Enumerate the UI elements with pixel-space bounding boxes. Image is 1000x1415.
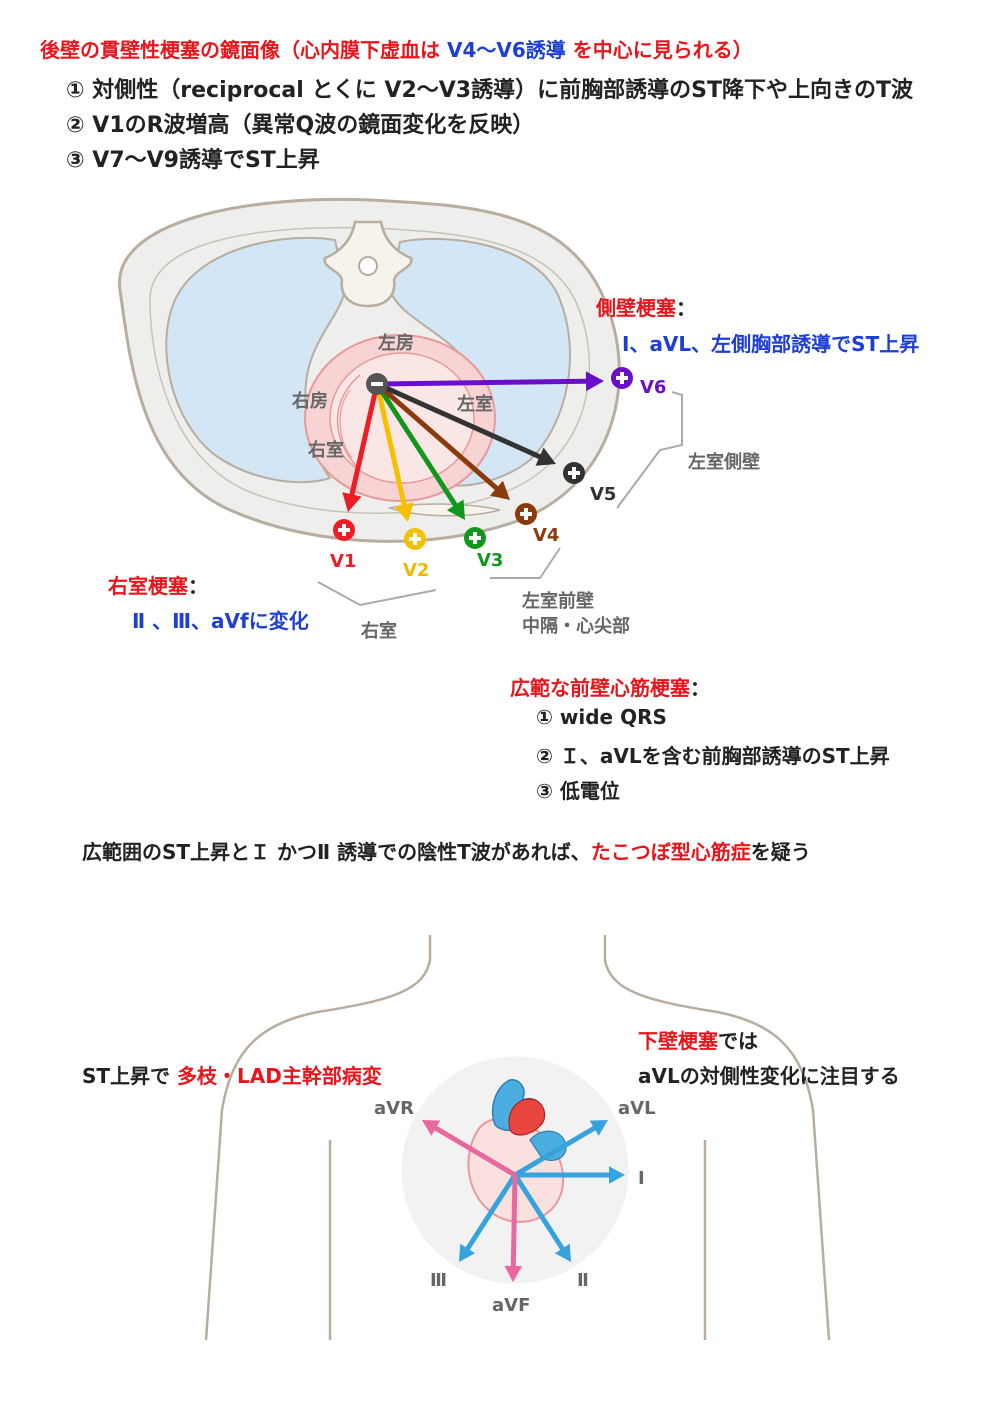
label-left-atrium: 左房 — [378, 333, 414, 354]
label-lv-lateral: 左室側壁 — [688, 452, 760, 473]
label-left-ventricle: 左室 — [457, 394, 493, 415]
torso-outline — [204, 935, 432, 1341]
lead-v3-plus-v — [473, 532, 477, 544]
rv-title-text: 右室梗塞 — [108, 574, 188, 598]
label-lv-anterior-2: 中隔・心尖部 — [522, 616, 630, 637]
rv-colon: ： — [188, 574, 208, 598]
lateral-colon: ： — [676, 296, 696, 320]
lead-ii-label: Ⅱ — [577, 1270, 589, 1291]
lead-avf-label: aVF — [492, 1295, 531, 1316]
header-item-3: ③ V7〜V9誘導でST上昇 — [66, 148, 320, 173]
lead-v3-label: V3 — [477, 550, 504, 571]
label-right-ventricle: 右室 — [308, 440, 344, 461]
arrow-v6-shaft — [374, 378, 589, 387]
arrow-iii-head — [459, 1243, 476, 1262]
lead-v4-label: V4 — [533, 525, 560, 546]
torso-outline-right — [603, 935, 831, 1341]
limb-left-black: ST上昇で — [82, 1064, 171, 1088]
leader-lv-anterior — [490, 547, 561, 579]
rv-desc: Ⅱ 、Ⅲ、aVfに変化 — [132, 609, 309, 633]
lead-v2-label: V2 — [403, 560, 430, 581]
arrow-ii-shaft — [512, 1172, 565, 1252]
arrow-avl-head — [589, 1120, 608, 1136]
rv-title: 右室梗塞： — [108, 570, 208, 599]
lead-avl-label: aVL — [618, 1098, 656, 1119]
lead-v5-label: V5 — [590, 484, 617, 505]
lateral-title-text: 側壁梗塞 — [596, 296, 676, 320]
title-line: 後壁の貫壁性梗塞の鏡面像（心内膜下虚血は V4〜V6誘導 を中心に見られる） — [40, 34, 753, 63]
arrow-v5-head — [535, 447, 556, 466]
anterior-item-2: ② Ｉ、aVLを含む前胸部誘導のST上昇 — [536, 744, 890, 768]
takotsubo-text-2: を疑う — [750, 840, 811, 864]
lead-i-label: Ⅰ — [638, 1168, 645, 1189]
minus-sign — [371, 382, 383, 386]
heart-rv-wall — [339, 389, 353, 459]
label-right-atrium: 右房 — [292, 391, 328, 412]
lateral-title: 側壁梗塞： — [596, 292, 696, 321]
lead-avr-label: aVR — [374, 1098, 414, 1119]
lateral-desc: Ⅰ、aVL、左側胸部誘導でST上昇 — [622, 332, 920, 356]
arrow-v1-shaft — [349, 381, 380, 497]
takotsubo-text-red: たこつぼ型心筋症 — [590, 840, 751, 864]
title-red2: を中心に見られる） — [572, 38, 753, 62]
title-red: 後壁の貫壁性梗塞の鏡面像（心内膜下虚血は — [40, 38, 440, 62]
arrow-avf-head — [504, 1265, 523, 1282]
lead-v1-plus-v — [342, 524, 346, 536]
limb-right-note-2: aVLの対側性変化に注目する — [638, 1064, 900, 1088]
limb-left-note: ST上昇で 多枝・LAD主幹部病変 — [82, 1060, 382, 1089]
arrow-v4-shaft — [374, 381, 499, 491]
spinal-canal — [358, 256, 378, 276]
heart-pulmonary-blue — [529, 1130, 567, 1162]
arrow-ii-head — [554, 1243, 571, 1262]
limb-right-note-1: 下壁梗塞では — [638, 1025, 758, 1054]
arrow-v3-shaft — [374, 381, 458, 508]
anterior-item-1: ① wide QRS — [536, 705, 667, 729]
right-lung — [165, 236, 347, 484]
limb-lead-arrows — [422, 1120, 625, 1282]
limb-right-black: では — [718, 1029, 758, 1053]
takotsubo-line: 広範囲のST上昇とＩ かつⅡ 誘導での陰性T波があれば、たこつぼ型心筋症を疑う — [82, 836, 811, 865]
lead-v5-plus-v — [572, 467, 576, 479]
sternum — [387, 503, 501, 517]
header-item-1: ① 対側性（reciprocal とくに V2〜V3誘導）に前胸部誘導のST降下… — [66, 78, 913, 103]
lead-v4-plus-v — [524, 508, 528, 520]
header-item-2: ② V1のR波増高（異常Q波の鏡面変化を反映） — [66, 113, 535, 138]
takotsubo-text-1: 広範囲のST上昇とＩ かつⅡ 誘導での陰性T波があれば、 — [82, 840, 591, 864]
arrow-i-head — [609, 1166, 625, 1184]
heart-septum — [336, 374, 361, 471]
arrow-avl-shaft — [512, 1125, 597, 1178]
arrow-v1-head — [342, 492, 362, 512]
chest-lead-arrows — [333, 367, 633, 550]
arrow-v4-head — [489, 480, 510, 500]
lead-iii-label: Ⅲ — [430, 1270, 448, 1291]
anterior-title-text: 広範な前壁心筋梗塞 — [510, 676, 690, 700]
title-blue: V4〜V6誘導 — [446, 38, 566, 62]
arrow-iii-shaft — [465, 1172, 518, 1252]
leader-rv — [317, 581, 437, 607]
arrow-v5-shaft — [374, 381, 543, 460]
label-rv-group: 右室 — [361, 621, 397, 642]
lead-v2-plus-v — [413, 533, 417, 545]
limb-right-red: 下壁梗塞 — [638, 1029, 718, 1053]
limb-left-red: 多枝・LAD主幹部病変 — [177, 1064, 382, 1088]
arrow-v2-shaft — [374, 381, 407, 507]
arrow-avf-shaft — [510, 1172, 518, 1269]
anterior-title: 広範な前壁心筋梗塞： — [510, 672, 710, 701]
leader-lv-lateral — [616, 391, 683, 509]
anterior-item-3: ③ 低電位 — [536, 779, 620, 803]
lead-v6-label: V6 — [640, 377, 667, 398]
lead-v1-label: V1 — [330, 551, 357, 572]
arrow-avr-head — [422, 1120, 441, 1136]
arrow-v2-head — [394, 502, 414, 522]
arrow-v6-head — [585, 371, 604, 392]
lead-v6-plus-v — [620, 372, 624, 384]
anterior-colon: ： — [690, 676, 710, 700]
label-lv-anterior-1: 左室前壁 — [522, 591, 594, 612]
heart-aorta-red — [508, 1098, 546, 1136]
arrow-avr-shaft — [433, 1125, 518, 1178]
arrow-v3-head — [446, 499, 465, 520]
